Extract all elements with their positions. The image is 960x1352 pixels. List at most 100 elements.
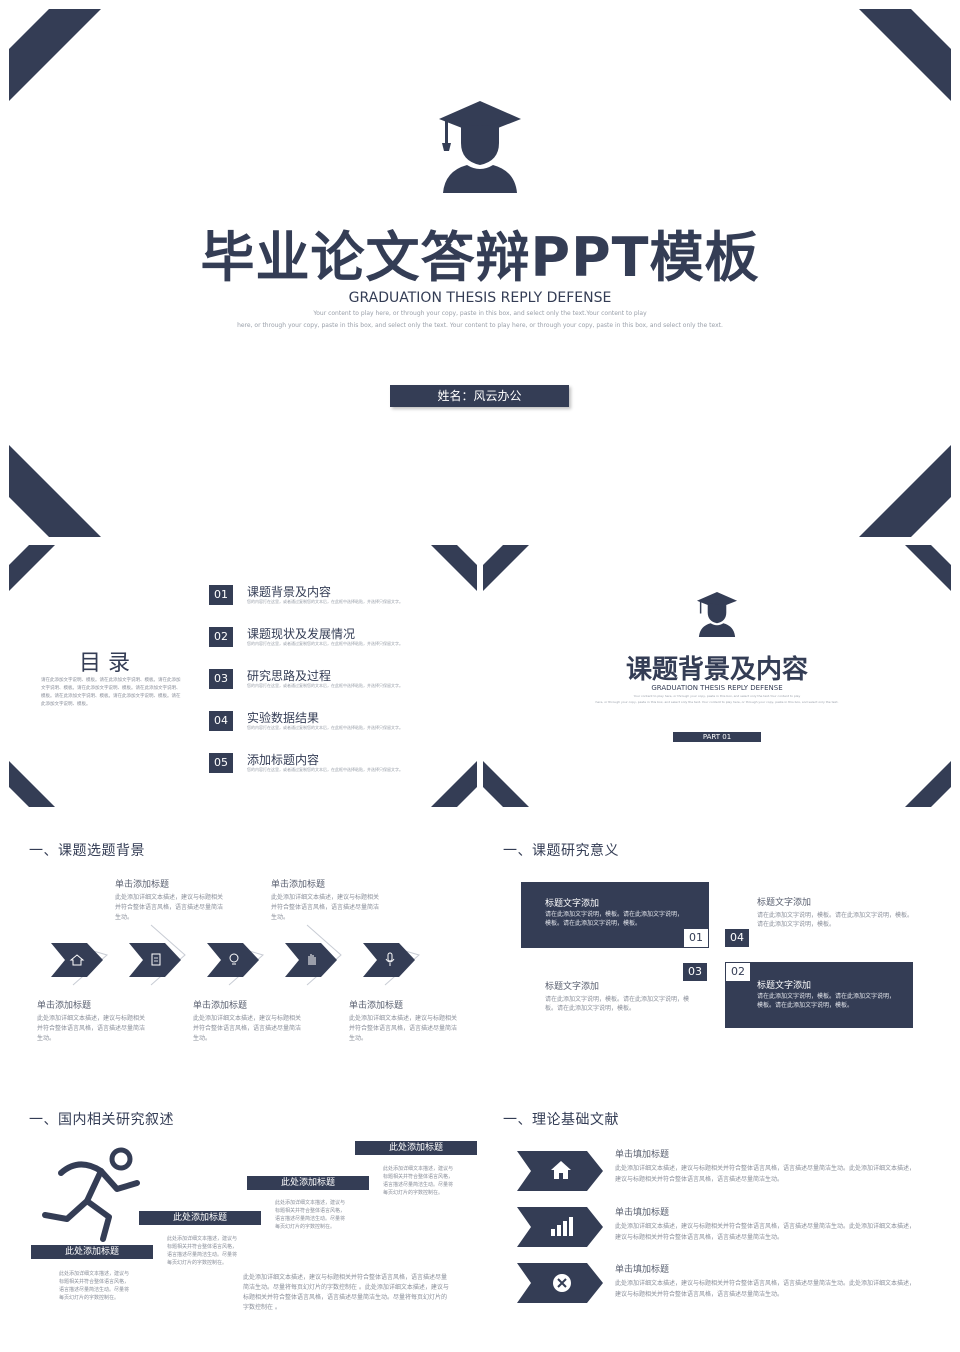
toc-number: 04 [209,711,233,731]
microphone-icon [363,943,415,977]
bottom-text-block: 单击添加标题 此处添加详细文本描述，建议与标题相关并符合整体语言风格，语言描述尽… [349,998,459,1044]
block-title: 单击添加标题 [37,1001,92,1011]
toc-slide: 目 录 请在此添加文字说明、模板。请在此添加文字说明、模板。请在此添加文字说明、… [9,545,477,807]
domestic-slide: 一、国内相关研究叙述 此处添加标题 此处添加详细文本描述，建议与标题相关并符合整… [9,1085,477,1347]
box-text: 请在此添加文字说明，模板。请在此添加文字说明，模板。请在此添加文字说明，模板。 [545,911,684,927]
toc-item-label: 课题背景及内容 [247,585,332,599]
significance-box-dark: 标题文字添加 请在此添加文字说明，模板。请在此添加文字说明，模板。请在此添加文字… [521,882,709,948]
cover-slide: 毕业论文答辩PPT模板 GRADUATION THESIS REPLY DEFE… [9,9,951,537]
theory-item-title: 单击填加标题 [615,1265,670,1275]
theory-item-title: 单击填加标题 [615,1150,670,1160]
box-title: 标题文字添加 [545,982,600,992]
block-title: 单击添加标题 [115,880,170,890]
home-icon [51,943,103,977]
box-text: 请在此添加文字说明，模板。请在此添加文字说明，模板。请在此添加文字说明，模板。 [757,993,896,1009]
toc-item[interactable]: 04 实验数据结果 您的内容打在这里，或者通过复制您的文本后，在此框中选择粘贴，… [209,709,459,735]
block-text: 此处添加详细文本描述，建议与标题相关并符合整体语言风格，语言描述尽量简洁生动。 [193,1015,302,1042]
graduate-icon [696,592,738,637]
theory-item-text: 此处添加详细文本描述，建议与标题相关并符合整体语言风格，语言描述尽量简洁生动。此… [615,1165,916,1183]
corner-decoration [905,545,951,591]
corner-decoration [483,761,529,807]
block-title: 单击添加标题 [349,1001,404,1011]
corner-decoration [483,545,529,591]
theory-item-title: 单击填加标题 [615,1208,670,1218]
section-subtitle: GRADUATION THESIS REPLY DEFENSE [651,684,783,692]
significance-box-dark: 标题文字添加 请在此添加文字说明，模板。请在此添加文字说明，模板。请在此添加文字… [725,962,913,1028]
toc-item-label: 课题现状及发展情况 [247,627,356,641]
block-title: 单击添加标题 [193,1001,248,1011]
box-title: 标题文字添加 [757,981,812,991]
step-label: 此处添加标题 [247,1176,369,1190]
step-text: 此处添加详细文本描述，建议与标题相关并符合整体语言风格，语言描述尽量简洁生动。尽… [167,1236,238,1266]
step-label: 此处添加标题 [139,1211,261,1225]
document-icon [129,943,181,977]
toc-item-desc: 您的内容打在这里，或者通过复制您的文本后，在此框中选择粘贴，并选择只保留文字。 [247,683,403,688]
toc-number: 01 [209,585,233,605]
slide-heading: 一、国内相关研究叙述 [29,1112,174,1128]
cover-desc: Your content to play here, or through yo… [313,310,647,317]
slide-heading: 一、理论基础文献 [503,1112,619,1128]
toc-item[interactable]: 03 研究思路及过程 您的内容打在这里，或者通过复制您的文本后，在此框中选择粘贴… [209,667,459,693]
section-title: 课题背景及内容 [625,655,808,685]
box-text: 请在此添加文字说明，模板。请在此添加文字说明，模板。请在此添加文字说明，模板。 [545,996,690,1012]
toc-item[interactable]: 02 课题现状及发展情况 您的内容打在这里，或者通过复制您的文本后，在此框中选择… [209,625,459,651]
toc-item-desc: 您的内容打在这里，或者通过复制您的文本后，在此框中选择粘贴，并选择只保留文字。 [247,599,403,604]
number-tag: 04 [725,929,749,947]
toc-title: 目 录 [79,651,130,676]
theory-item-text: 此处添加详细文本描述，建议与标题相关并符合整体语言风格，语言描述尽量简洁生动。此… [615,1280,916,1298]
toc-item-label: 实验数据结果 [247,711,320,725]
block-text: 此处添加详细文本描述，建议与标题相关并符合整体语言风格，语言描述尽量简洁生动。 [271,894,380,921]
tools-icon [517,1263,603,1303]
name-badge: 姓名：风云办公 [390,385,569,407]
theory-item-text: 此处添加详细文本描述，建议与标题相关并符合整体语言风格，语言描述尽量简洁生动。此… [615,1223,916,1241]
step-label: 此处添加标题 [31,1245,153,1259]
toc-item[interactable]: 05 添加标题内容 您的内容打在这里，或者通过复制您的文本后，在此框中选择粘贴，… [209,751,459,777]
part-label: PART 01 [702,733,732,741]
number-tag: 02 [726,963,750,981]
number-tag: 01 [684,929,708,947]
lightbulb-icon [207,943,259,977]
section-desc: here, or through your copy, paste in thi… [595,700,839,704]
significance-box-light: 标题文字添加 请在此添加文字说明，模板。请在此添加文字说明，模板。请在此添加文字… [757,895,917,929]
cover-subtitle: GRADUATION THESIS REPLY DEFENSE [348,290,612,306]
toc-item-desc: 您的内容打在这里，或者通过复制您的文本后，在此框中选择粘贴，并选择只保留文字。 [247,767,403,772]
name-label: 姓名：风云办公 [437,389,522,403]
section-desc: Your content to play here, or through yo… [633,694,801,698]
box-title: 标题文字添加 [757,898,812,908]
section-slide: 课题背景及内容 GRADUATION THESIS REPLY DEFENSE … [483,545,951,807]
corner-decoration [9,9,101,101]
box-text: 请在此添加文字说明，模板。请在此添加文字说明，模板。请在此添加文字说明，模板。 [757,912,914,928]
step-label: 此处添加标题 [355,1141,477,1155]
toc-item[interactable]: 01 课题背景及内容 您的内容打在这里，或者通过复制您的文本后，在此框中选择粘贴… [209,583,459,609]
corner-decoration [431,545,477,591]
box-title: 标题文字添加 [545,899,600,909]
top-text-block: 单击添加标题 此处添加详细文本描述，建议与标题相关并符合整体语言风格，语言描述尽… [115,877,225,923]
block-title: 单击添加标题 [271,880,326,890]
cover-title: 毕业论文答辩PPT模板 [200,226,760,289]
step-text: 此处添加详细文本描述，建议与标题相关并符合整体语言风格，语言描述尽量简洁生动。尽… [383,1166,454,1196]
significance-box-light: 标题文字添加 请在此添加文字说明，模板。请在此添加文字说明，模板。请在此添加文字… [545,979,695,1013]
step-text: 此处添加详细文本描述，建议与标题相关并符合整体语言风格，语言描述尽量简洁生动。尽… [275,1200,346,1230]
number-tag: 03 [683,963,707,981]
bottom-text-block: 单击添加标题 此处添加详细文本描述，建议与标题相关并符合整体语言风格，语言描述尽… [37,998,147,1044]
toc-number: 03 [209,669,233,689]
toc-number: 05 [209,753,233,773]
bottom-text: 此处添加详细文本描述，建议与标题相关并符合整体语言风格，语言描述尽量简洁生动。尽… [243,1274,449,1311]
hand-icon [285,943,337,977]
significance-slide: 一、课题研究意义 标题文字添加 请在此添加文字说明，模板。请在此添加文字说明，模… [483,815,951,1077]
block-text: 此处添加详细文本描述，建议与标题相关并符合整体语言风格，语言描述尽量简洁生动。 [115,894,224,921]
top-text-block: 单击添加标题 此处添加详细文本描述，建议与标题相关并符合整体语言风格，语言描述尽… [271,877,381,923]
block-text: 此处添加详细文本描述，建议与标题相关并符合整体语言风格，语言描述尽量简洁生动。 [349,1015,458,1042]
corner-decoration [9,761,55,807]
slide-heading: 一、课题选题背景 [29,843,145,859]
theory-slide: 一、理论基础文献 单击填加标题 此处添加详细文本描述，建议与标题相关并符合整体语… [483,1085,951,1347]
step-text: 此处添加详细文本描述，建议与标题相关并符合整体语言风格，语言描述尽量简洁生动。尽… [59,1271,130,1301]
toc-item-desc: 您的内容打在这里，或者通过复制您的文本后，在此框中选择粘贴，并选择只保留文字。 [247,725,403,730]
part-badge: PART 01 [673,732,761,742]
graduate-icon [439,101,521,193]
toc-item-desc: 您的内容打在这里，或者通过复制您的文本后，在此框中选择粘贴，并选择只保留文字。 [247,641,403,646]
background-slide: 一、课题选题背景 单击添加标题 此处添加详细文本描述，建议与标题相关并符合整体语… [9,815,477,1077]
house-icon [517,1151,603,1191]
cover-desc: here, or through your copy, paste in thi… [237,322,723,329]
corner-decoration [431,761,477,807]
